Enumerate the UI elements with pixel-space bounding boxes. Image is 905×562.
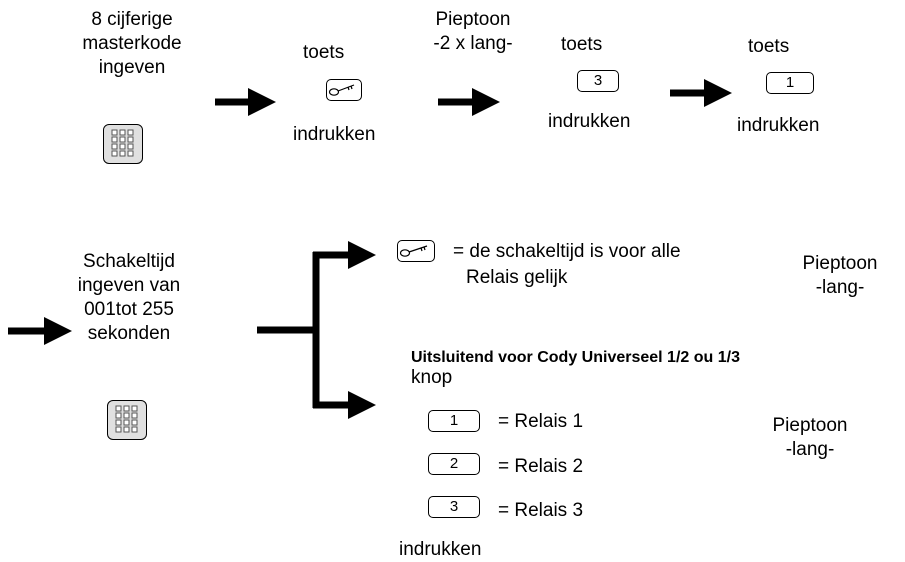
branch-top-text1: = de schakeltijd is voor alle [453, 241, 681, 262]
branch-bottom-heading: Uitsluitend voor Cody Universeel 1/2 ou … [411, 349, 740, 366]
step3-text: Pieptoon -2 x lang- [433, 9, 513, 54]
branch-top-tone: Pieptoon -lang- [802, 253, 878, 298]
key-1: 1 [766, 72, 814, 94]
step4-top-label: toets [561, 34, 603, 55]
keypad-icon [107, 400, 147, 440]
step5-top-label: toets [748, 36, 790, 57]
key-3: 3 [577, 70, 619, 92]
branch-bottom-sub: knop [411, 367, 453, 388]
branch-top-text2: Relais gelijk [466, 267, 568, 288]
key-icon [326, 79, 362, 101]
key-icon [397, 240, 435, 262]
step4-bottom-label: indrukken [548, 111, 631, 132]
relais-3-label: = Relais 3 [498, 500, 584, 521]
relais-2-label: = Relais 2 [498, 456, 584, 477]
step2-top-label: toets [303, 42, 345, 63]
step2-bottom-label: indrukken [293, 124, 376, 145]
step1-text: 8 cijferige masterkode ingeven [82, 9, 182, 78]
key-3: 3 [428, 496, 480, 518]
key-2: 2 [428, 453, 480, 475]
relais-1-label: = Relais 1 [498, 411, 584, 432]
step5-bottom-label: indrukken [737, 115, 820, 136]
branch-bottom-footer: indrukken [399, 539, 482, 560]
schakeltijd-text: Schakeltijd ingeven van 001tot 255 sekon… [77, 251, 181, 344]
branch-bottom-tone: Pieptoon -lang- [772, 415, 848, 460]
key-1: 1 [428, 410, 480, 432]
keypad-icon [103, 124, 143, 164]
